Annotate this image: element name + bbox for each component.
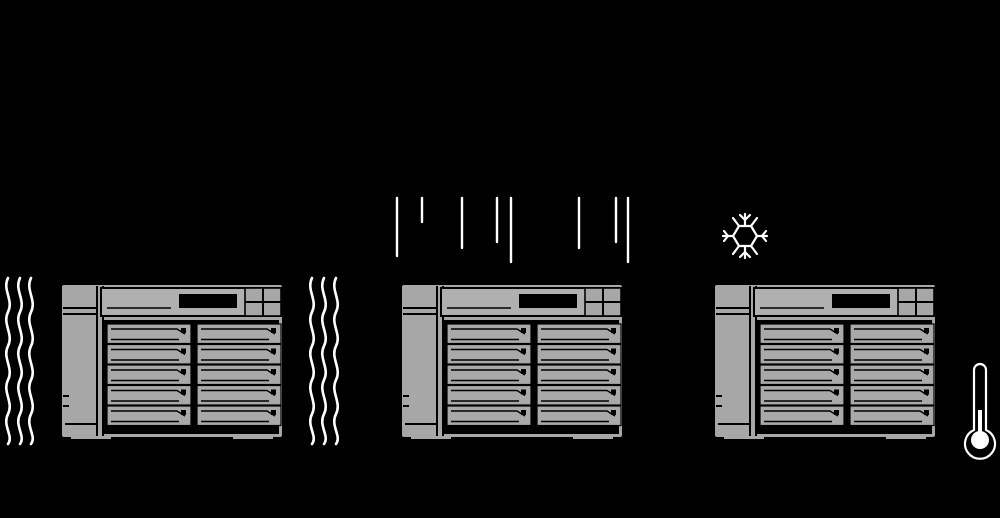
nas-unit-cold: [713, 212, 997, 460]
nas-chassis: [713, 283, 937, 440]
snowflake-icon: [721, 212, 769, 260]
nas-chassis: [60, 283, 284, 440]
nas-device: [713, 283, 937, 440]
heat-waves-icon: [5, 276, 339, 446]
nas-unit-heat: [5, 276, 339, 446]
rain-streaks-icon: [395, 196, 630, 264]
nas-unit-rain: [395, 196, 630, 440]
nas-device: [400, 283, 624, 440]
thermometer-icon: [963, 362, 997, 460]
nas-device: [60, 283, 284, 440]
nas-chassis: [400, 283, 624, 440]
